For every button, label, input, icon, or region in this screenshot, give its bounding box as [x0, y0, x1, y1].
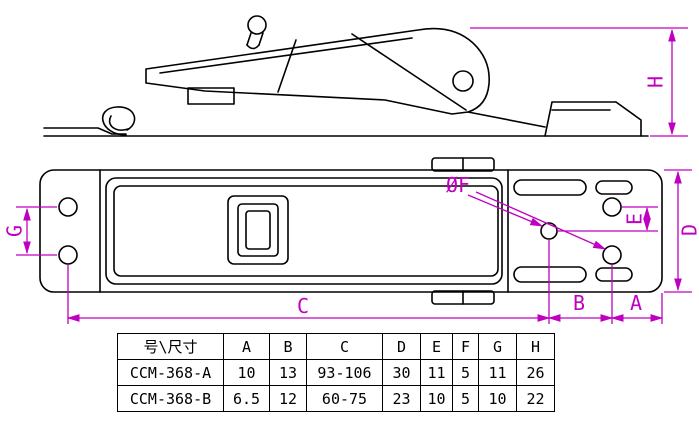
slot-bottom-right [595, 267, 633, 282]
value-cell: 6.5 [223, 385, 270, 412]
value-cell: 10 [420, 385, 453, 412]
dim-label-f: ØF [446, 173, 470, 197]
header-c: C [306, 333, 383, 360]
latch-lever [145, 27, 490, 115]
pull-ring [247, 15, 267, 35]
table-row-ccm-368-a: CCM-368-A 10 13 93-106 30 11 5 11 26 [117, 359, 555, 386]
header-h: H [516, 333, 555, 360]
table-header-row: 号\尺寸 A B C D E F G H [117, 333, 555, 360]
pivot-hole [452, 70, 474, 92]
dim-label-e: E [623, 213, 647, 225]
value-cell: 10 [478, 385, 517, 412]
dim-label-b: B [573, 291, 585, 315]
catch-plan-inner [245, 210, 271, 250]
dim-label-h: H [644, 76, 668, 88]
header-d: D [382, 333, 421, 360]
dim-f-leader-2 [475, 191, 607, 250]
header-f: F [452, 333, 479, 360]
value-cell: 22 [516, 385, 555, 412]
mounting-hole-right-top [602, 197, 622, 217]
lever-plan-outline [105, 177, 503, 285]
value-cell: 23 [382, 385, 421, 412]
header-model: 号\尺寸 [117, 333, 224, 360]
mounting-hole-left-top [58, 197, 78, 217]
base-plate-outline [39, 169, 663, 293]
value-cell: 30 [382, 359, 421, 386]
slot-top-right [595, 180, 633, 195]
table-row-ccm-368-b: CCM-368-B 6.5 12 60-75 23 10 5 10 22 [117, 385, 555, 412]
header-e: E [420, 333, 453, 360]
header-b: B [269, 333, 307, 360]
dim-label-g: G [3, 225, 27, 237]
catch-block [187, 87, 235, 105]
ring-link-loop [246, 44, 260, 50]
dim-label-a: A [630, 291, 642, 315]
value-cell: 26 [516, 359, 555, 386]
value-cell: 13 [269, 359, 307, 386]
dim-label-d: D [678, 224, 699, 236]
dim-f-leader-1 [467, 194, 544, 227]
model-cell: CCM-368-A [117, 359, 224, 386]
lever-top-crease [159, 37, 413, 74]
value-cell: 93-106 [306, 359, 383, 386]
value-cell: 5 [452, 359, 479, 386]
hook-catch-outer [101, 106, 136, 136]
dimension-labels: H G D E ØF C B A [3, 76, 699, 318]
value-cell: 11 [478, 359, 517, 386]
mounting-hole-left-bottom [58, 245, 78, 265]
bail-wire [277, 39, 297, 93]
value-cell: 11 [420, 359, 453, 386]
value-cell: 10 [223, 359, 270, 386]
header-a: A [223, 333, 270, 360]
dimension-lines [16, 27, 692, 324]
slot-top [513, 179, 587, 196]
lever-plan-inner [113, 185, 499, 277]
center-hole [540, 222, 558, 240]
ring-link [246, 32, 264, 46]
value-cell: 12 [269, 385, 307, 412]
header-g: G [478, 333, 517, 360]
catch-plan-outer [227, 195, 289, 265]
hook-catch-inner [108, 115, 129, 131]
lever-diagonal-edge [351, 33, 467, 111]
mounting-hole-right-bottom [602, 245, 622, 265]
side-view [43, 15, 649, 137]
value-cell: 5 [452, 385, 479, 412]
catch-plan-mid [237, 203, 279, 257]
dim-label-c: C [297, 294, 309, 318]
model-cell: CCM-368-B [117, 385, 224, 412]
right-bracket-face [544, 101, 617, 137]
right-bracket-foot [615, 101, 642, 137]
lever-to-bracket-edge [467, 111, 546, 128]
value-cell: 60-75 [306, 385, 383, 412]
dimension-table: 号\尺寸 A B C D E F G H CCM-368-A 10 13 93-… [117, 333, 555, 412]
plan-view [39, 157, 663, 305]
slot-bottom [513, 266, 587, 283]
